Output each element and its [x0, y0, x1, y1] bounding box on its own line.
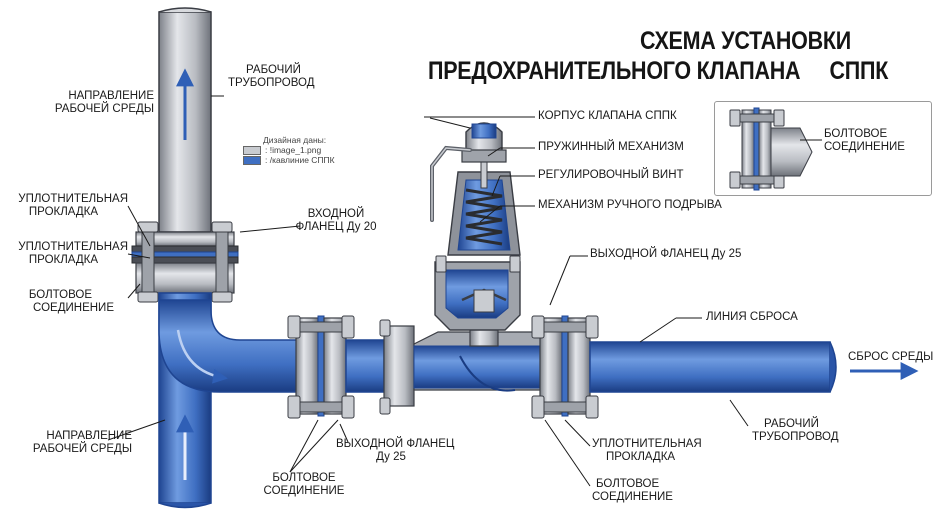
label-manual-lift: МЕХАНИЗМ РУЧНОГО ПОДРЫВА — [538, 199, 722, 211]
main-horizontal-pipe — [345, 339, 385, 393]
pipe-elbow — [158, 299, 301, 393]
title-line-2: ПРЕДОХРАНИТЕЛЬНОГО КЛАПАНА СППК — [428, 56, 888, 86]
label-outlet-flange-top: ВЫХОДНОЙ ФЛАНЕЦ Ду 25 — [590, 248, 742, 260]
legend-label-1: : !image_1.png — [265, 145, 322, 155]
title-line-1: СХЕМА УСТАНОВКИ — [640, 27, 851, 55]
safety-valve — [430, 122, 521, 347]
label-spring: ПРУЖИННЫЙ МЕХАНИЗМ — [538, 141, 684, 153]
legend-title: Дизайная даны: — [263, 135, 327, 145]
legend-item-2: : /кавлиние СППК — [243, 155, 365, 165]
legend-swatch-1 — [243, 145, 261, 155]
discharge-pipe — [589, 341, 837, 393]
tee-body — [379, 319, 559, 415]
outlet-flange-right — [531, 315, 599, 419]
leader-lines — [107, 95, 822, 487]
label-valve-body: КОРПУС КЛАПАНА СППК — [538, 110, 677, 122]
legend-swatch-2 — [243, 155, 261, 165]
label-discharge: СБРОС СРЕДЫ — [848, 351, 934, 363]
inlet-flange — [131, 221, 239, 303]
legend-label-2: : /кавлиние СППК — [265, 155, 335, 165]
label-discharge-line: ЛИНИЯ СБРОСА — [706, 311, 798, 323]
legend-item-1: : !image_1.png — [243, 145, 365, 155]
inset-bolt-detail — [729, 107, 813, 191]
inset-frame — [714, 101, 932, 196]
title-line-2-model: СППК — [829, 57, 889, 85]
outlet-flange-left — [287, 315, 355, 419]
title-line-2-main: ПРЕДОХРАНИТЕЛЬНОГО КЛАПАНА — [428, 57, 801, 85]
label-adjust-screw: РЕГУЛИРОВОЧНЫЙ ВИНТ — [538, 169, 684, 181]
design-legend: Дизайная даны: : !image_1.png : /кавлини… — [243, 135, 365, 165]
